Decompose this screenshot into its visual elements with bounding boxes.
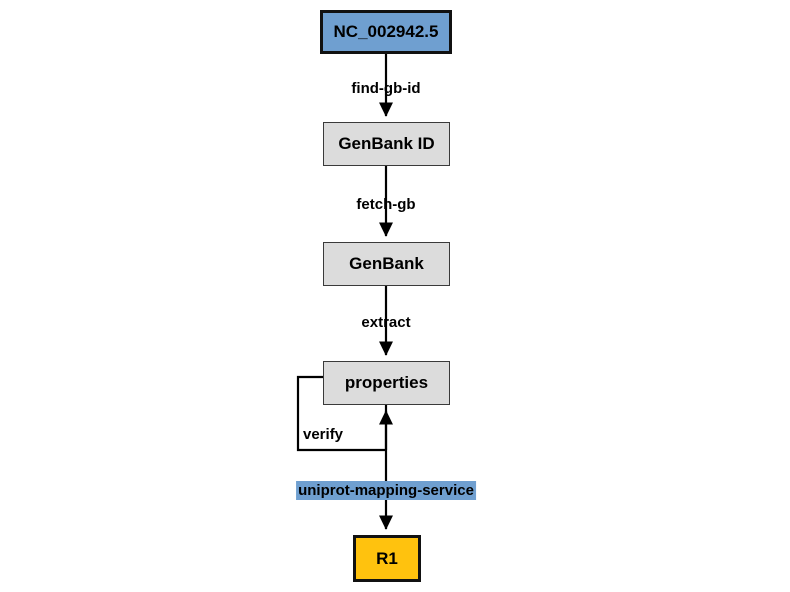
edge-label-find-gb-id: find-gb-id xyxy=(351,80,421,97)
node-properties[interactable]: properties xyxy=(323,361,450,405)
edge-label-extract: extract xyxy=(361,314,411,331)
node-accession-label: NC_002942.5 xyxy=(333,22,439,41)
node-r1-label: R1 xyxy=(376,548,398,568)
node-genbank-id[interactable]: GenBank ID xyxy=(323,122,450,166)
node-accession[interactable]: NC_002942.5 xyxy=(320,10,452,54)
node-r1[interactable]: R1 xyxy=(353,535,421,582)
node-genbank-label: GenBank xyxy=(349,254,424,273)
edge-label-verify: verify xyxy=(303,426,344,443)
node-genbank[interactable]: GenBank xyxy=(323,242,450,286)
edge-label-fetch-gb: fetch-gb xyxy=(356,196,416,213)
edge-label-uniprot-mapping-service: uniprot-mapping-service xyxy=(296,481,476,500)
edge-verify-loop xyxy=(296,375,386,452)
node-genbank-id-label: GenBank ID xyxy=(338,134,435,153)
node-properties-label: properties xyxy=(344,373,429,392)
